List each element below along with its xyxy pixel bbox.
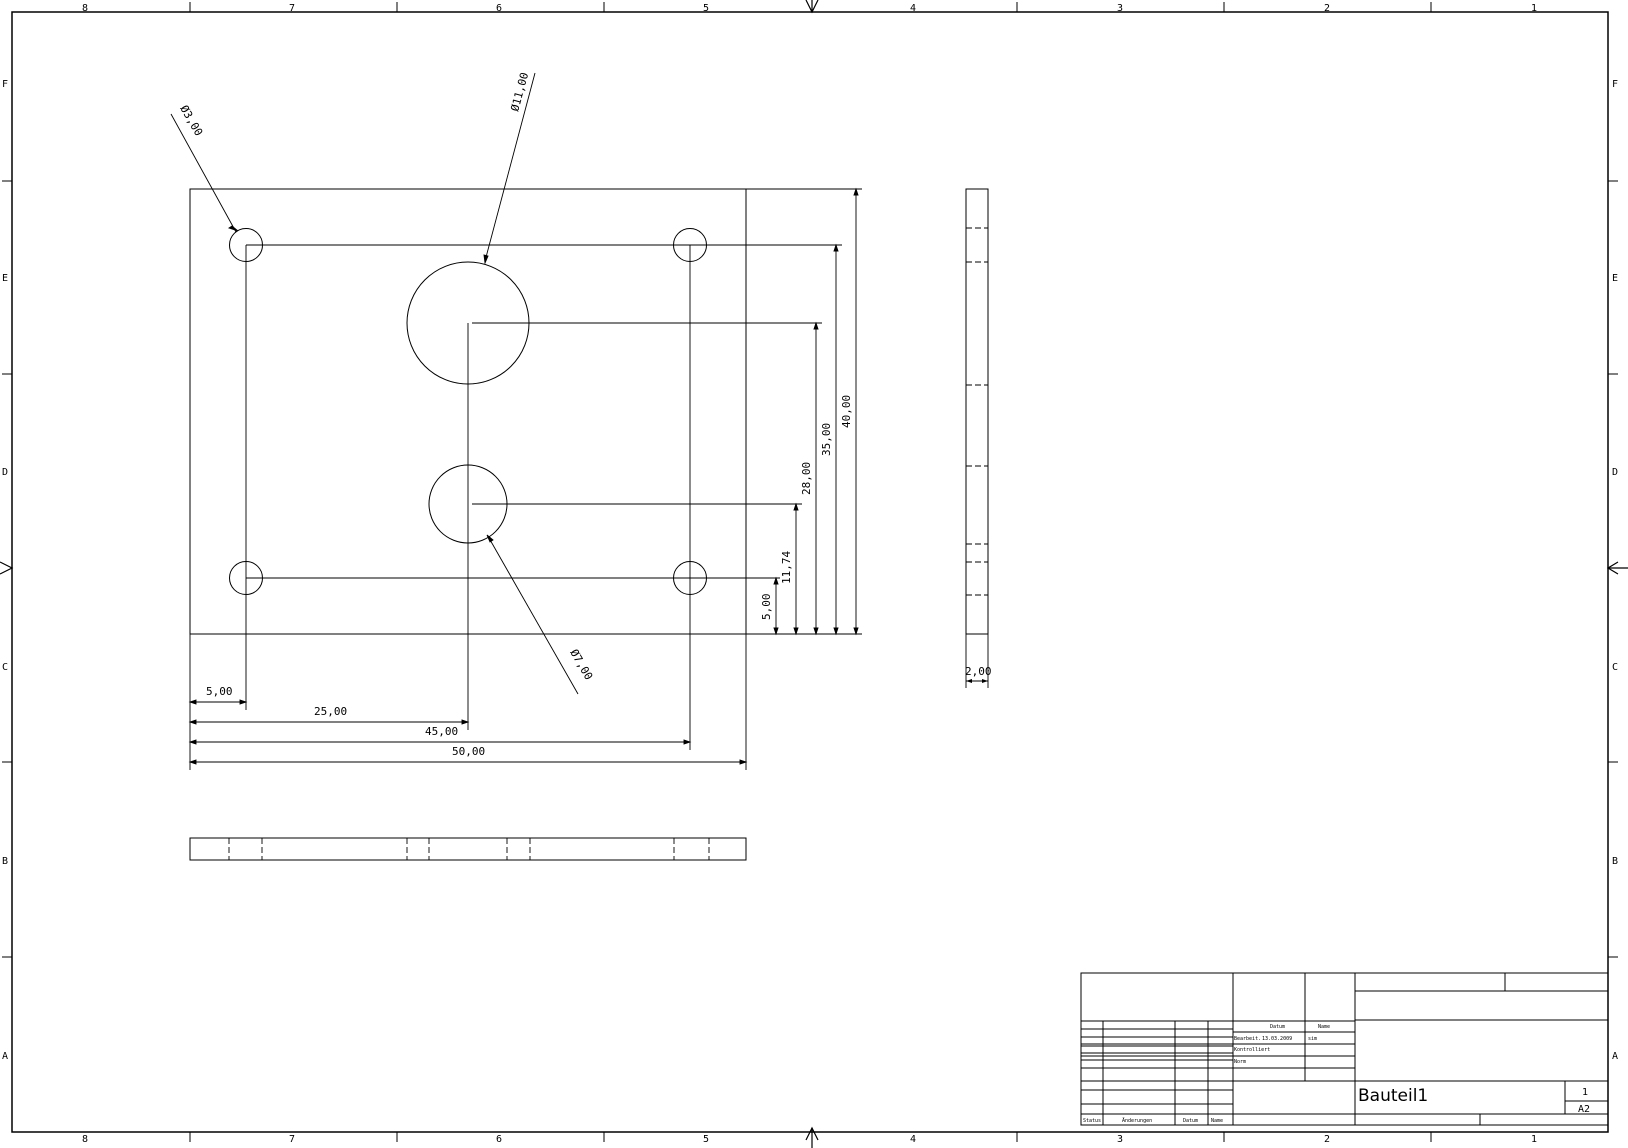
zone-row-right-D: D xyxy=(1612,467,1618,478)
dim-45-horizontal: 45,00 xyxy=(425,725,458,738)
zone-col-top-8: 8 xyxy=(82,3,88,14)
zone-col-bottom-5: 5 xyxy=(703,1134,709,1145)
zone-col-bottom-4: 4 xyxy=(910,1134,916,1145)
tb-row-kontrolliert: Kontrolliert xyxy=(1234,1047,1270,1053)
zone-col-bottom-6: 6 xyxy=(496,1134,502,1145)
zone-col-top-5: 5 xyxy=(703,3,709,14)
zone-col-top-4: 4 xyxy=(910,3,916,14)
zone-row-left-A: A xyxy=(2,1051,8,1062)
zone-col-bottom-7: 7 xyxy=(289,1134,295,1145)
zone-col-bottom-2: 2 xyxy=(1324,1134,1330,1145)
extension-lines xyxy=(189,188,862,770)
dim-dia11: Ø11,00 xyxy=(508,71,531,113)
tb-date-value: 13.03.2009 xyxy=(1262,1036,1292,1042)
title-block xyxy=(1080,972,1609,1126)
zone-row-left-F: F xyxy=(2,79,8,90)
diameter-leaders xyxy=(170,72,579,695)
side-view xyxy=(965,188,989,688)
horizontal-dimensions xyxy=(188,699,748,765)
part-name: Bauteil1 xyxy=(1358,1086,1428,1106)
dim-5-horizontal: 5,00 xyxy=(206,685,233,698)
sheet-format: A2 xyxy=(1578,1104,1590,1115)
zone-col-top-6: 6 xyxy=(496,3,502,14)
zone-row-left-E: E xyxy=(2,273,8,284)
zone-row-right-B: B xyxy=(1612,856,1618,867)
dim-28-vertical: 28,00 xyxy=(800,462,813,495)
tb-name-label: Name xyxy=(1211,1118,1223,1124)
zone-col-top-1: 1 xyxy=(1531,3,1537,14)
zone-col-bottom-8: 8 xyxy=(82,1134,88,1145)
zone-row-left-C: C xyxy=(2,662,8,673)
zone-row-right-F: F xyxy=(1612,79,1618,90)
zone-row-left-B: B xyxy=(2,856,8,867)
vertical-dimensions xyxy=(773,187,859,636)
zone-col-top-3: 3 xyxy=(1117,3,1123,14)
dim-thickness: 2,00 xyxy=(965,665,992,678)
zone-row-right-C: C xyxy=(1612,662,1618,673)
tb-datum-label: Datum xyxy=(1183,1118,1198,1124)
zone-row-right-A: A xyxy=(1612,1051,1618,1062)
dim-35-vertical: 35,00 xyxy=(820,423,833,456)
dim-5-vertical: 5,00 xyxy=(760,594,773,621)
zone-col-top-7: 7 xyxy=(289,3,295,14)
zone-row-right-E: E xyxy=(1612,273,1618,284)
zone-labels: 8 7 6 5 4 3 2 1 8 7 6 5 4 3 2 1 F E D C … xyxy=(2,3,1618,1145)
dim-40-vertical: 40,00 xyxy=(840,395,853,428)
dim-dia7: Ø7,00 xyxy=(567,647,595,682)
tb-col-datum: Datum xyxy=(1270,1024,1285,1030)
tb-status-label: Status xyxy=(1083,1118,1101,1124)
dim-50-horizontal: 50,00 xyxy=(452,745,485,758)
tb-row-bearbeitet: Bearbeit. xyxy=(1234,1036,1261,1042)
thickness-arrows xyxy=(966,679,988,683)
sheet-frame xyxy=(11,11,1609,1133)
side-view-outline xyxy=(965,188,989,635)
zone-col-bottom-1: 1 xyxy=(1531,1134,1537,1145)
sheet-number: 1 xyxy=(1582,1087,1588,1098)
zone-col-top-2: 2 xyxy=(1324,3,1330,14)
zone-col-bottom-3: 3 xyxy=(1117,1134,1123,1145)
dim-25-horizontal: 25,00 xyxy=(314,705,347,718)
tb-col-name: Name xyxy=(1318,1024,1330,1030)
top-view xyxy=(189,837,747,861)
zone-row-left-D: D xyxy=(2,467,8,478)
tb-name-value: sim xyxy=(1308,1036,1317,1042)
tb-row-norm: Norm xyxy=(1234,1059,1246,1065)
top-view-outline xyxy=(189,837,747,861)
dim-11-74-vertical: 11,74 xyxy=(780,551,793,584)
tb-aenderung-label: Änderungen xyxy=(1122,1117,1152,1124)
